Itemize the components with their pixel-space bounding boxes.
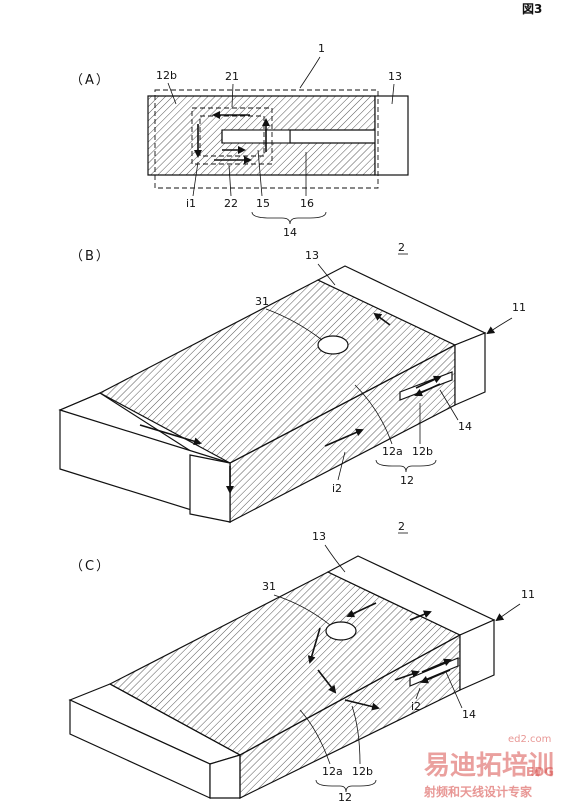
panel-c-arrow-slot-a: [421, 658, 452, 673]
panel-b-ref-12: 12: [400, 474, 414, 487]
panel-a-outline-1: [154, 89, 379, 189]
panel-c-arrow-2: [307, 627, 321, 664]
panel-a-ref-22: 22: [224, 197, 238, 210]
panel-a-slot: [221, 129, 291, 144]
panel-a-leader-1: [299, 56, 321, 89]
panel-b-ref-2: 2: [398, 241, 405, 254]
panel-a-loop-21: [191, 107, 273, 165]
panel-b-left-terminal-front: [189, 454, 231, 523]
panel-b-arrow-slot-a: [415, 375, 442, 389]
panel-a-ref-15: 15: [256, 197, 270, 210]
panel-c-arrow-1: [346, 602, 377, 618]
figure-number: 図3: [522, 2, 542, 16]
panel-b-ref-14: 14: [458, 420, 472, 433]
panel-c-arrow-3: [317, 669, 337, 694]
panel-c-label: （C）: [70, 559, 111, 574]
panel-b-arrow-slot-b: [414, 383, 441, 397]
watermark-mark: EDG: [526, 765, 554, 779]
panel-a-ref-14: 14: [283, 226, 297, 239]
panel-c-arrow-slot-b: [420, 669, 451, 684]
panel-c-right-block-side: [459, 619, 495, 691]
panel-c-arrow-4: [344, 699, 380, 711]
panel-a-ref-21: 21: [225, 70, 239, 83]
panel-b-arrow-top-left: [139, 424, 202, 446]
panel-b-ref-13: 13: [305, 249, 319, 262]
panel-c-arrow-6: [409, 610, 432, 621]
panel-a-ref-13: 13: [388, 70, 402, 83]
panel-b-label: （B）: [70, 249, 111, 264]
watermark-title: 易迪拓培训: [424, 751, 554, 781]
panel-c-arrow-5: [394, 670, 420, 681]
panel-b-ref-31: 31: [255, 295, 269, 308]
panel-c-brace-12: [315, 779, 377, 793]
panel-b-hole-31: [317, 335, 349, 355]
panel-c-ref-31: 31: [262, 580, 276, 593]
panel-b-ref-11: 11: [512, 301, 526, 314]
watermark-subtitle: 射频和天线设计专家: [423, 784, 533, 799]
panel-a-ref-i1: i1: [186, 197, 196, 210]
panel-a-ref-12b: 12b: [156, 69, 177, 82]
panel-c-ref-12b: 12b: [352, 765, 373, 778]
panel-a-loop-22: [199, 115, 265, 157]
panel-b-ref-i2: i2: [332, 482, 342, 495]
watermark-site: ed2.com: [508, 734, 551, 745]
panel-a-ref-1: 1: [318, 42, 325, 55]
watermark: 易迪拓培训 射频和天线设计专家 ed2.com EDG: [423, 734, 554, 799]
panel-c-hole-31: [325, 621, 357, 641]
panel-c-ref-11: 11: [521, 588, 535, 601]
panel-a-electrode-13: [374, 95, 409, 176]
panel-a-label: （A）: [70, 73, 111, 88]
panel-b-ref-12a: 12a: [382, 445, 403, 458]
panel-c-ref-2: 2: [398, 520, 405, 533]
panel-c: （C） 2 13 31 11 14: [68, 520, 535, 801]
panel-a-ref-16: 16: [300, 197, 314, 210]
panel-c-ref-i2: i2: [411, 700, 421, 713]
panel-b-brace-12: [375, 459, 437, 473]
panel-b-arrow-top-right: [373, 312, 391, 326]
panel-c-ref-13: 13: [312, 530, 326, 543]
panel-a: （A） 1 12b 21 13 i1 22 15 16: [70, 42, 409, 239]
panel-a-brace-14: [251, 211, 327, 225]
panel-c-ref-12a: 12a: [322, 765, 343, 778]
panel-b: （B） 2 13 31 11 14: [58, 241, 526, 523]
panel-b-arrow-side: [324, 428, 364, 447]
panel-b-right-block-side: [454, 332, 486, 406]
panel-c-ref-14: 14: [462, 708, 476, 721]
panel-b-ref-12b: 12b: [412, 445, 433, 458]
panel-c-ref-12: 12: [338, 791, 352, 801]
